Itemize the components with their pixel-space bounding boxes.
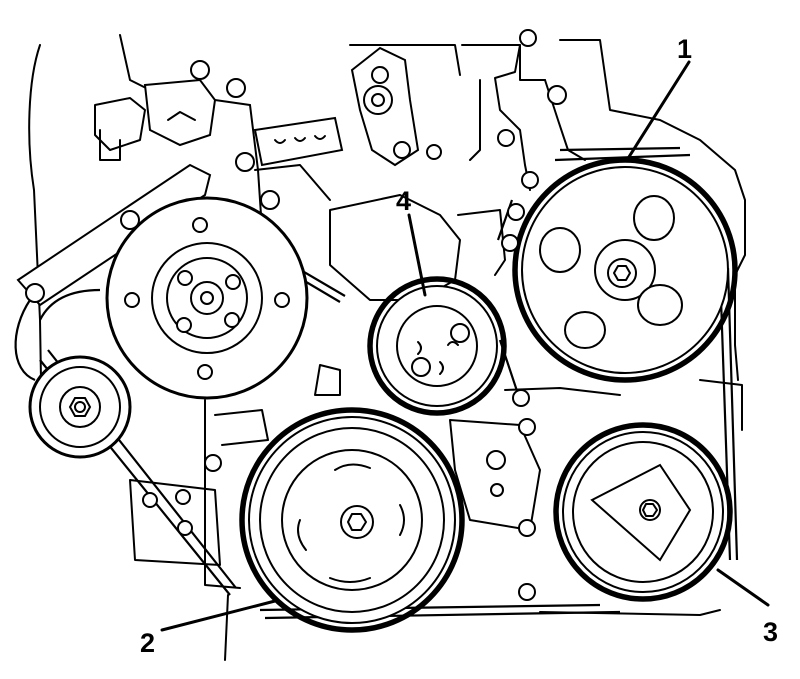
pulley-3	[553, 422, 733, 602]
upper-right-bracket	[461, 44, 531, 191]
pulley-2	[239, 407, 465, 633]
pulley-1	[512, 157, 738, 383]
callout-1: 1	[677, 34, 692, 64]
idler-pulley-left	[28, 355, 132, 459]
pulley-4	[367, 276, 507, 416]
callout-2: 2	[140, 628, 155, 658]
sensor-block	[253, 116, 344, 167]
upper-left-pulley	[105, 196, 309, 400]
upper-left-bracket	[94, 78, 217, 161]
pulley-bolts	[176, 270, 241, 333]
callout-leaders	[160, 60, 770, 632]
callout-3: 3	[763, 617, 778, 647]
coolant-outlet-flange	[350, 46, 420, 167]
callout-4: 4	[396, 186, 411, 216]
fastener-bolts	[25, 29, 567, 601]
